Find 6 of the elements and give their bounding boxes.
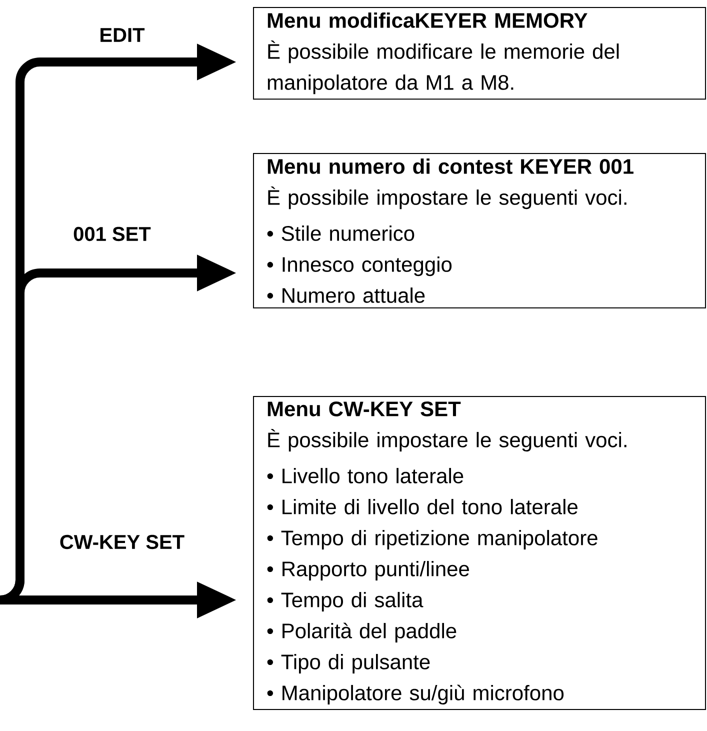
menu-box: Menu modificaKEYER MEMORY È possibile modificare le memorie del manipolatore da M1 a M8. [253,7,706,100]
edge-label: EDIT [97,26,147,44]
menu-box: Menu CW-KEY SET È possibile impostare le seguenti voci. • Livello tono laterale • Limite di livello del tono laterale • Tempo di ripetizione manipolatore • Rapporto punti/linee • Tempo di salita • Polarità del paddle • Tipo di pulsante • Manipolatore su/giù microfono [253,396,706,710]
edge-label: 001 SET [71,224,153,244]
edge-label: CW-KEY SET [57,532,187,552]
menu-box: Menu numero di contest KEYER 001 È possibile impostare le seguenti voci. • Stile numerico • Innesco conteggio • Numero attuale [253,153,706,308]
